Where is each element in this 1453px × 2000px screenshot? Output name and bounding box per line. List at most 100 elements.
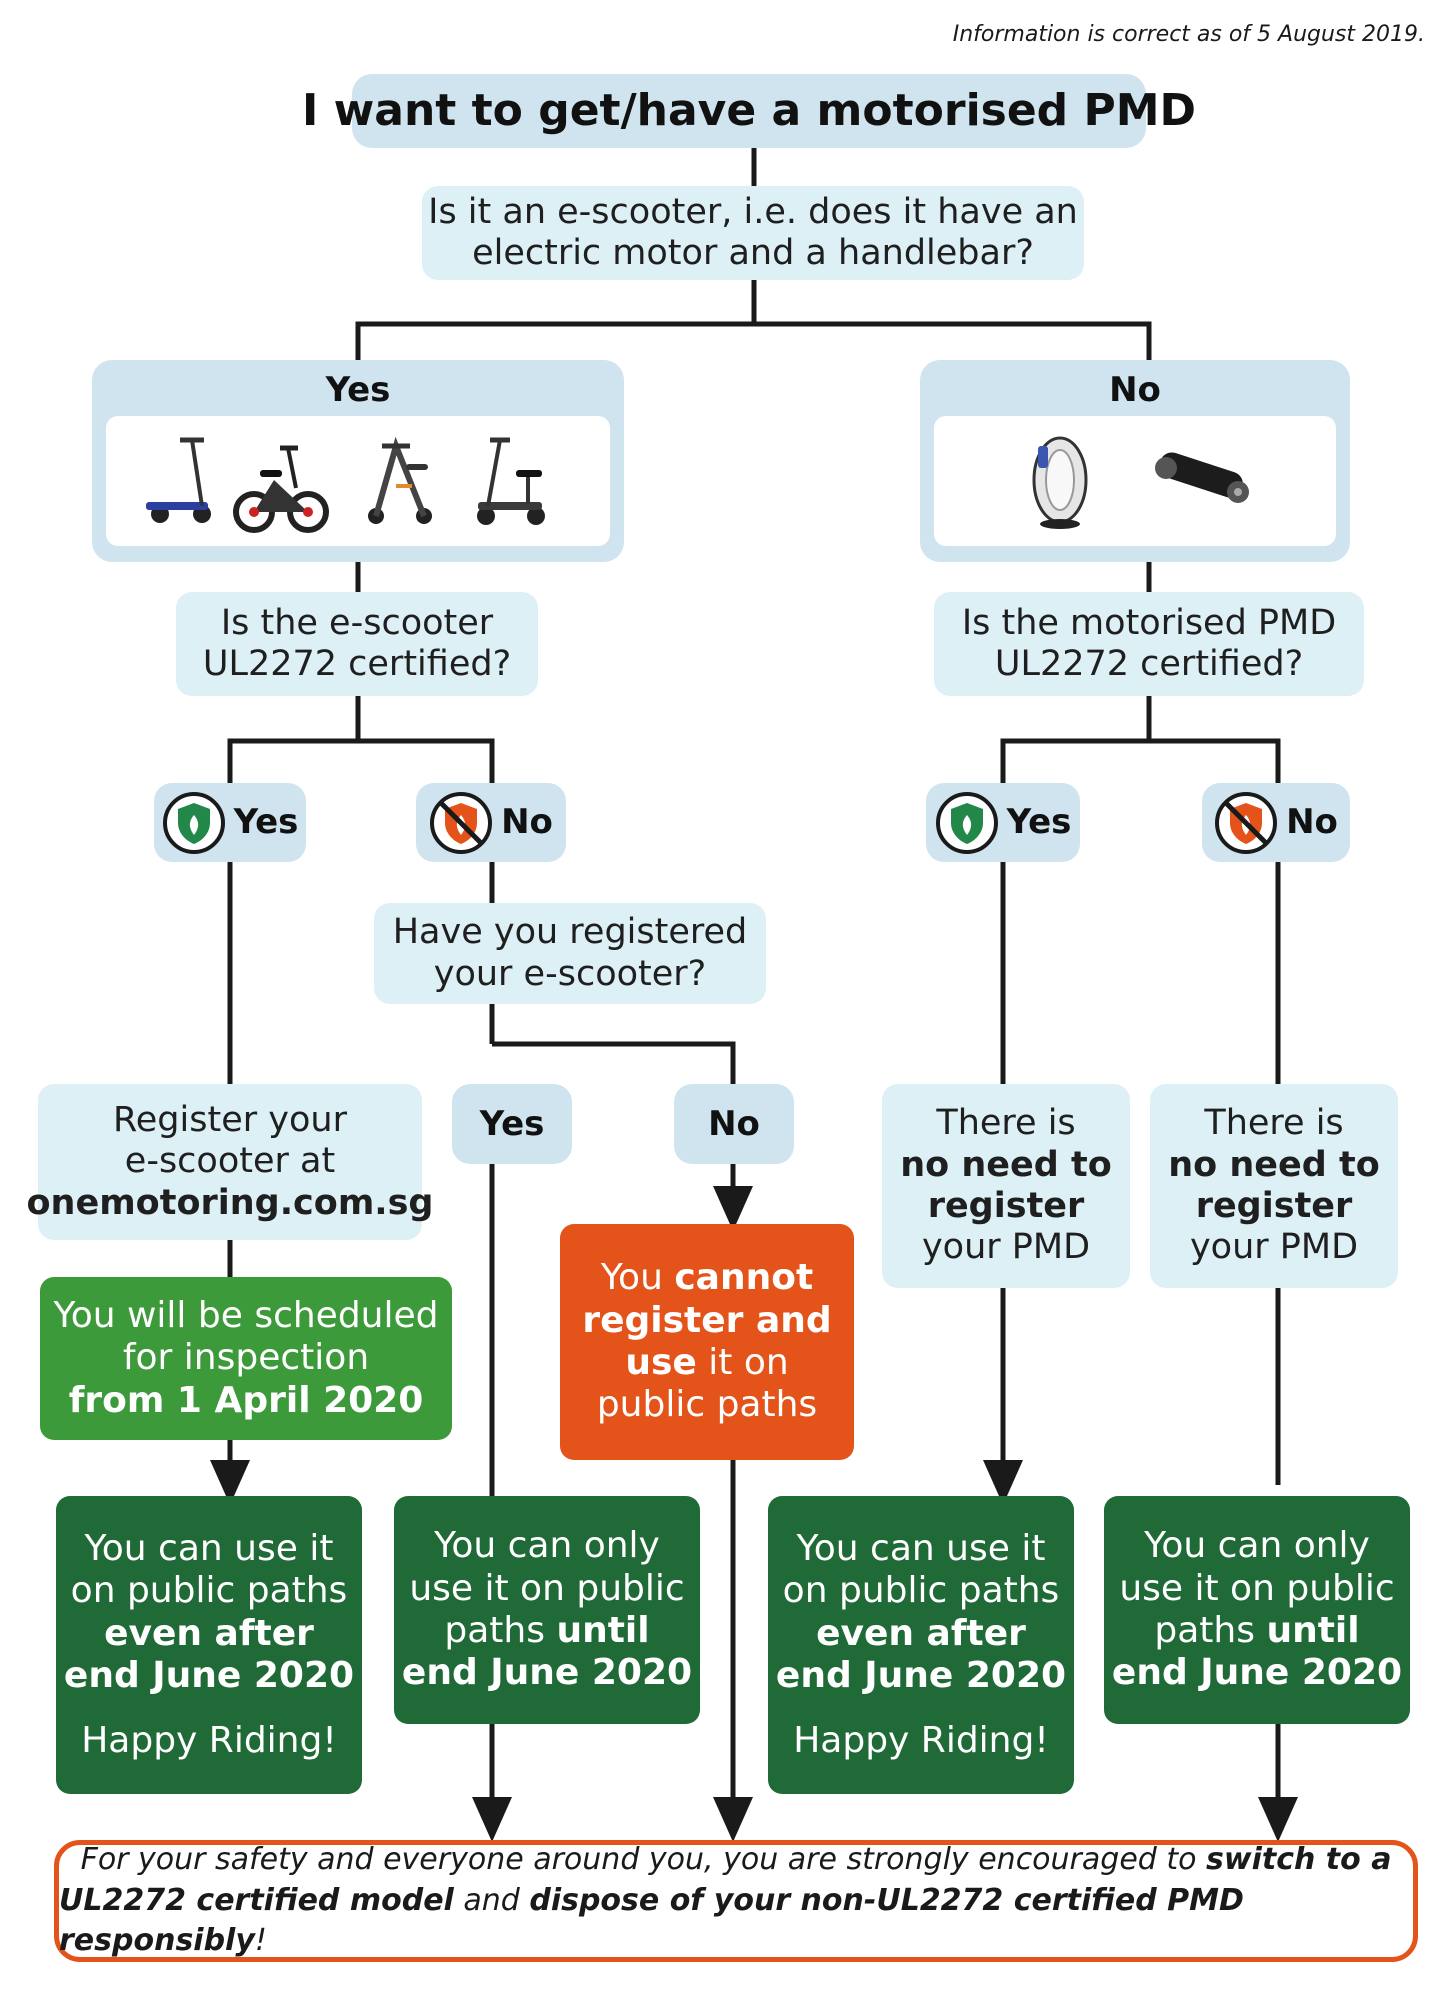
can-only-line-3: paths until bbox=[1154, 1610, 1359, 1652]
inspection-date: from 1 April 2020 bbox=[68, 1379, 424, 1421]
footer-switch-emphasis: switch to a bbox=[1206, 1842, 1392, 1878]
certified-no-label: No bbox=[1286, 802, 1338, 843]
registered-no-pill: No bbox=[674, 1084, 794, 1164]
no-branch-label: No bbox=[1109, 370, 1161, 410]
left-certified-no-pill: No bbox=[416, 783, 566, 862]
question-escooter-certified: Is the e-scooter UL2272 certified? bbox=[176, 592, 538, 696]
e-scooter-icon bbox=[146, 437, 211, 523]
question-line-2: electric motor and a handlebar? bbox=[472, 233, 1034, 273]
question-line-2: your e-scooter? bbox=[433, 953, 707, 994]
register-line-1: Register your bbox=[113, 1100, 347, 1141]
hoverboard-icon bbox=[1155, 452, 1249, 503]
onemotoring-link: onemotoring.com.sg bbox=[26, 1182, 434, 1223]
footer-exclaim: ! bbox=[254, 1923, 267, 1959]
cannot-line-1: You cannot bbox=[601, 1257, 813, 1299]
certified-shield-icon bbox=[935, 791, 998, 854]
can-only-line-4: end June 2020 bbox=[1111, 1652, 1403, 1694]
no-need-line-2: no need to bbox=[1168, 1144, 1380, 1185]
question-line-1: Is the e-scooter bbox=[220, 602, 494, 643]
cannot-register-box: You cannot register and use it on public… bbox=[560, 1224, 854, 1460]
footer-certified-emphasis: UL2272 certified model bbox=[59, 1882, 454, 1918]
cannot-line-1-start: You bbox=[600, 1257, 675, 1299]
can-only-paths: paths bbox=[1154, 1610, 1267, 1651]
can-only-line-2: use it on public bbox=[409, 1567, 685, 1609]
can-only-line-1: You can only bbox=[1144, 1525, 1370, 1567]
right-certified-no-pill: No bbox=[1202, 783, 1350, 862]
footer-line-2: UL2272 certified model and dispose of yo… bbox=[59, 1881, 1413, 1962]
no-need-line-3: register bbox=[1195, 1186, 1353, 1226]
can-use-line-4: end June 2020 bbox=[775, 1655, 1067, 1697]
can-use-line-4: end June 2020 bbox=[63, 1655, 355, 1697]
folding-scooter-icon bbox=[368, 436, 432, 524]
cannot-emphasis: cannot bbox=[674, 1257, 814, 1299]
no-need-line-4: your PMD bbox=[921, 1227, 1091, 1268]
no-need-line-1: There is bbox=[1204, 1103, 1344, 1144]
footer-line-1: For your safety and everyone around you,… bbox=[81, 1840, 1392, 1881]
inspection-line-1: You will be scheduled bbox=[53, 1294, 439, 1336]
cannot-line-3: use it on bbox=[625, 1342, 788, 1384]
can-use-line-1: You can use it bbox=[84, 1527, 334, 1569]
cannot-line-3-end: it on bbox=[696, 1342, 789, 1383]
can-use-line-2: on public paths bbox=[782, 1570, 1060, 1612]
can-only-until: until bbox=[556, 1610, 650, 1651]
safety-advice-footer: For your safety and everyone around you,… bbox=[54, 1840, 1418, 1962]
can-use-line-3: even after bbox=[104, 1612, 314, 1654]
can-use-outcome-right: You can use it on public paths even afte… bbox=[768, 1496, 1074, 1794]
no-need-register-box-right: There is no need to register your PMD bbox=[1150, 1084, 1398, 1288]
question-line-2: UL2272 certified? bbox=[202, 644, 512, 684]
cannot-line-2: register and bbox=[582, 1299, 832, 1341]
no-need-line-2: no need to bbox=[900, 1144, 1112, 1185]
escooter-images-panel bbox=[106, 416, 610, 546]
question-line-1: Is the motorised PMD bbox=[961, 602, 1337, 643]
e-bike-icon bbox=[233, 445, 329, 533]
left-certified-yes-pill: Yes bbox=[154, 783, 306, 862]
no-need-line-4: your PMD bbox=[1189, 1227, 1359, 1268]
certified-yes-label: Yes bbox=[233, 802, 299, 843]
certified-yes-label: Yes bbox=[1006, 802, 1072, 843]
happy-riding-text: Happy Riding! bbox=[81, 1719, 337, 1761]
registered-yes-label: Yes bbox=[479, 1103, 545, 1144]
can-use-outcome-left: You can use it on public paths even afte… bbox=[56, 1496, 362, 1794]
no-need-register-box-left: There is no need to register your PMD bbox=[882, 1084, 1130, 1288]
cannot-line-4: public paths bbox=[596, 1384, 818, 1426]
can-only-outcome-right: You can only use it on public paths unti… bbox=[1104, 1496, 1410, 1724]
footer-dispose-emphasis: dispose of your non-UL2272 certified PMD… bbox=[59, 1882, 1244, 1959]
title-box: I want to get/have a motorised PMD bbox=[302, 74, 1196, 148]
registered-no-label: No bbox=[708, 1103, 760, 1144]
register-escooter-box: Register your e-scooter at onemotoring.c… bbox=[27, 1084, 433, 1240]
register-line-2: e-scooter at bbox=[124, 1141, 336, 1182]
question-is-escooter: Is it an e-scooter, i.e. does it have an… bbox=[422, 186, 1084, 280]
unicycle-icon bbox=[1032, 436, 1088, 529]
happy-riding-text: Happy Riding! bbox=[793, 1719, 1049, 1761]
can-only-outcome-left: You can only use it on public paths unti… bbox=[394, 1496, 700, 1724]
question-registered: Have you registered your e-scooter? bbox=[374, 903, 766, 1004]
certified-shield-icon bbox=[162, 791, 225, 854]
right-certified-yes-pill: Yes bbox=[926, 783, 1080, 862]
inspection-scheduled-box: You will be scheduled for inspection fro… bbox=[40, 1277, 452, 1440]
other-pmd-images-panel bbox=[934, 416, 1336, 546]
not-certified-shield-icon bbox=[1215, 791, 1278, 854]
cannot-use-emphasis: use bbox=[625, 1342, 697, 1383]
yes-branch-label: Yes bbox=[325, 370, 391, 410]
can-only-line-3: paths until bbox=[444, 1610, 649, 1652]
footer-text-1: For your safety and everyone around you,… bbox=[80, 1842, 1207, 1878]
can-only-line-4: end June 2020 bbox=[401, 1652, 693, 1694]
can-only-paths: paths bbox=[444, 1610, 557, 1651]
no-need-line-1: There is bbox=[936, 1103, 1076, 1144]
can-use-line-3: even after bbox=[816, 1612, 1026, 1654]
question-pmd-certified: Is the motorised PMD UL2272 certified? bbox=[934, 592, 1364, 696]
seated-scooter-icon bbox=[477, 437, 545, 525]
no-need-line-3: register bbox=[927, 1186, 1085, 1226]
certified-no-label: No bbox=[501, 802, 553, 843]
inspection-line-2: for inspection bbox=[122, 1337, 370, 1379]
can-only-line-1: You can only bbox=[434, 1525, 660, 1567]
can-only-line-2: use it on public bbox=[1119, 1567, 1395, 1609]
can-use-line-2: on public paths bbox=[70, 1570, 348, 1612]
footer-and: and bbox=[453, 1882, 530, 1918]
page-title: I want to get/have a motorised PMD bbox=[301, 85, 1197, 137]
question-line-1: Have you registered bbox=[392, 912, 748, 953]
info-date-note: Information is correct as of 5 August 20… bbox=[952, 22, 1425, 47]
can-use-line-1: You can use it bbox=[796, 1527, 1046, 1569]
not-certified-shield-icon bbox=[430, 791, 493, 854]
